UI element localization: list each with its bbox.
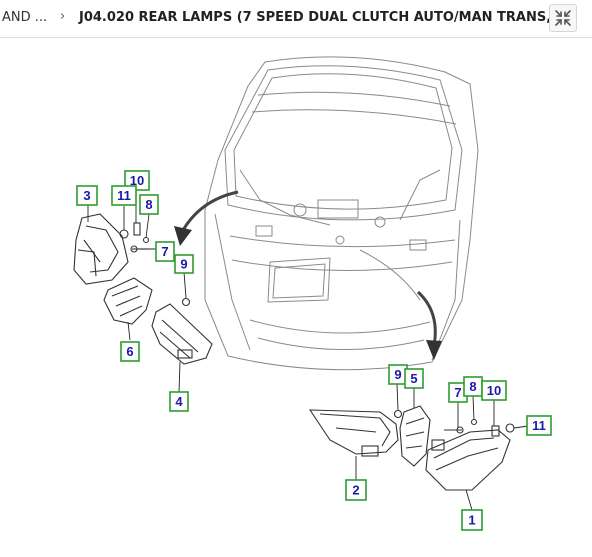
callout-label: 4 (175, 394, 183, 409)
callout-10-right[interactable]: 10 (481, 380, 507, 401)
part-3-left-lamp (73, 213, 129, 285)
collapse-button[interactable] (549, 4, 577, 32)
callout-label: 9 (394, 367, 401, 382)
page-title: J04.020 REAR LAMPS (7 SPEED DUAL CLUTCH … (79, 10, 571, 25)
callout-4[interactable]: 4 (169, 391, 189, 412)
callout-label: 3 (83, 188, 90, 203)
callout-label: 11 (532, 418, 546, 433)
arrow-right (416, 290, 442, 360)
callout-11-left[interactable]: 11 (111, 185, 137, 206)
part-4-left-lamp (151, 303, 213, 365)
part-1-right-lamp (425, 429, 511, 491)
breadcrumb-previous[interactable]: AND ... (2, 10, 48, 25)
callout-10-left[interactable]: 10 (124, 170, 150, 191)
callout-label: 7 (161, 244, 168, 259)
right-fasteners (393, 409, 515, 437)
exploded-view-drawing: 3 10 11 8 7 9 6 4 9 5 7 8 10 11 2 1 (73, 56, 552, 531)
callout-label: 1 (468, 513, 475, 528)
chevron-right-icon: › (60, 9, 66, 24)
collapse-arrows-icon (555, 10, 571, 26)
callout-label: 2 (352, 483, 359, 498)
callout-label: 5 (410, 371, 417, 386)
callout-label: 8 (145, 197, 152, 212)
callout-8-left[interactable]: 8 (139, 194, 159, 215)
tailgate-outline (204, 56, 479, 371)
arrow-left (174, 190, 239, 246)
part-2-right-lamp (308, 409, 399, 457)
callout-1[interactable]: 1 (461, 509, 483, 531)
callout-8-right[interactable]: 8 (463, 376, 483, 397)
callout-label: 10 (487, 383, 501, 398)
callout-label: 6 (126, 344, 133, 359)
part-6-left-bracket (103, 277, 153, 325)
left-fasteners (119, 222, 191, 307)
header-bar: AND ... › J04.020 REAR LAMPS (7 SPEED DU… (0, 0, 592, 38)
callout-7-left[interactable]: 7 (155, 241, 175, 262)
callout-label: 10 (130, 173, 144, 188)
callout-2[interactable]: 2 (345, 479, 367, 501)
callout-11-right[interactable]: 11 (526, 415, 552, 436)
leader-lines (87, 190, 529, 511)
callout-5[interactable]: 5 (404, 368, 424, 389)
callout-6[interactable]: 6 (120, 341, 140, 362)
callout-label: 8 (469, 379, 476, 394)
callout-label: 9 (180, 257, 187, 272)
callout-9-left[interactable]: 9 (174, 254, 194, 274)
callout-3[interactable]: 3 (76, 185, 98, 206)
part-5-right-bracket (399, 405, 431, 467)
parts-diagram: 3 10 11 8 7 9 6 4 9 5 7 8 10 11 2 1 (0, 39, 592, 552)
callout-label: 7 (454, 385, 461, 400)
callout-label: 11 (117, 188, 131, 203)
